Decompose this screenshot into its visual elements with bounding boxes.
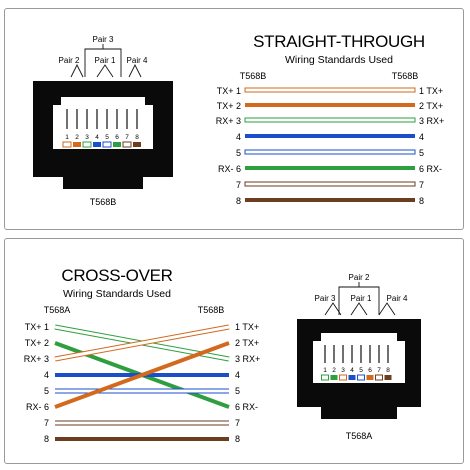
wire-left-label: 4 — [236, 132, 241, 142]
jack-standard-label: T568A — [346, 431, 373, 441]
pair4-label: Pair 4 — [127, 56, 148, 65]
wire-right-label: 3 RX+ — [419, 116, 444, 126]
jack-contacts — [66, 109, 138, 129]
straight-through-subtitle: Wiring Standards Used — [285, 54, 393, 66]
straight-through-title: STRAIGHT-THROUGH — [253, 32, 425, 51]
pin-number: 6 — [368, 367, 372, 374]
right-standard-label: T568B — [392, 71, 419, 81]
wire-white-green — [244, 117, 416, 123]
jack-opening — [53, 97, 153, 149]
cross-over-diagram: CROSS-OVER Wiring Standards Used T568A T… — [24, 266, 421, 444]
wire-right-label: 5 — [419, 148, 424, 158]
pair3-label: Pair 3 — [93, 35, 114, 44]
wire-right-label: 2 TX+ — [419, 101, 443, 111]
pin-number: 1 — [65, 134, 69, 141]
pin-number: 7 — [125, 134, 129, 141]
wire-right-label: 3 RX+ — [235, 354, 260, 364]
pin-number: 4 — [95, 134, 99, 141]
pin-number: 2 — [75, 134, 79, 141]
wire-right-label: 8 — [235, 434, 240, 444]
pin-number: 8 — [386, 367, 390, 374]
wire-blue — [245, 134, 415, 138]
wire-left-label: TX+ 1 — [217, 86, 241, 96]
wire-green — [245, 166, 415, 170]
pair-brackets — [324, 282, 396, 316]
pin-number: 1 — [323, 367, 327, 374]
wire-left-label: 7 — [236, 180, 241, 190]
pair4-label: Pair 4 — [387, 294, 408, 303]
wire-left-label: 8 — [44, 434, 49, 444]
wire-right-label: 1 TX+ — [235, 322, 259, 332]
wire-right-label: 6 RX- — [235, 402, 258, 412]
right-standard-label: T568B — [198, 305, 225, 315]
wire-right-label: 2 TX+ — [235, 338, 259, 348]
pair1-label: Pair 1 — [95, 56, 116, 65]
jack-contacts — [324, 345, 389, 363]
wire-right-label: 1 TX+ — [419, 86, 443, 96]
wire-left-label: 7 — [44, 418, 49, 428]
pair2-label: Pair 2 — [349, 273, 370, 282]
wire-white-orange — [244, 87, 416, 93]
t568a-jack: Pair 2 Pair 3 Pair 1 Pair 4 1 2 3 4 — [297, 273, 421, 441]
cross-over-panel: CROSS-OVER Wiring Standards Used T568A T… — [4, 238, 464, 464]
left-standard-label: T568B — [240, 71, 267, 81]
pin-number: 5 — [105, 134, 109, 141]
cross-over-subtitle: Wiring Standards Used — [63, 288, 171, 300]
pin-number: 3 — [341, 367, 345, 374]
pin-number: 2 — [332, 367, 336, 374]
jack-color-strip — [321, 374, 392, 381]
wire-left-label: TX+ 2 — [217, 101, 241, 111]
wire-left-label: 5 — [236, 148, 241, 158]
cross-over-title: CROSS-OVER — [61, 266, 172, 285]
pin-number: 3 — [85, 134, 89, 141]
wire-white-blue — [244, 149, 416, 155]
wire-right-label: 6 RX- — [419, 164, 442, 174]
straight-through-panel: Pair 3 Pair 2 Pair 1 Pair 4 1 2 — [4, 8, 464, 230]
wire-left-label: RX- 6 — [26, 402, 49, 412]
wire-brown — [245, 198, 415, 202]
pin-number: 5 — [359, 367, 363, 374]
wire-white-orange — [54, 325, 230, 361]
wire-right-label: 5 — [235, 386, 240, 396]
jack-opening — [313, 333, 405, 383]
wire-right-label: 7 — [419, 180, 424, 190]
wire-left-label: TX+ 1 — [25, 322, 49, 332]
pin-number: 6 — [115, 134, 119, 141]
wire-left-label: RX+ 3 — [24, 354, 49, 364]
t568b-jack: Pair 3 Pair 2 Pair 1 Pair 4 1 2 — [33, 35, 173, 207]
wire-right-label: 8 — [419, 196, 424, 206]
pair-brackets — [70, 44, 142, 78]
cross-over-right-labels: 1 TX+ 2 TX+ 3 RX+ 4 5 6 RX- 7 8 — [235, 322, 260, 444]
wire-left-label: 4 — [44, 370, 49, 380]
pair2-label: Pair 2 — [59, 56, 80, 65]
wire-orange — [245, 103, 415, 107]
pin-number: 7 — [377, 367, 381, 374]
jack-pin-numbers: 1 2 3 4 5 6 7 8 — [65, 134, 139, 141]
wire-white-brown — [244, 181, 416, 187]
wire-left-label: TX+ 2 — [25, 338, 49, 348]
wire-right-label: 4 — [235, 370, 240, 380]
wire-left-label: 8 — [236, 196, 241, 206]
pair3-label: Pair 3 — [315, 294, 336, 303]
wire-left-label: RX- 6 — [218, 164, 241, 174]
pin-number: 4 — [350, 367, 354, 374]
jack-standard-label: T568B — [90, 197, 117, 207]
straight-through-wires: TX+ 1 1 TX+ TX+ 2 2 TX+ RX+ 3 3 RX+ 4 4 … — [216, 86, 445, 206]
jack-pin-numbers: 1 2 3 4 5 6 7 8 — [323, 367, 390, 374]
jack-color-strip — [62, 141, 141, 148]
wire-left-label: RX+ 3 — [216, 116, 241, 126]
cross-over-wires — [54, 324, 230, 441]
pair1-label: Pair 1 — [351, 294, 372, 303]
straight-through-diagram: Pair 3 Pair 2 Pair 1 Pair 4 1 2 — [33, 32, 445, 207]
wire-right-label: 4 — [419, 132, 424, 142]
pin-number: 8 — [135, 134, 139, 141]
wire-right-label: 7 — [235, 418, 240, 428]
cross-over-left-labels: TX+ 1 TX+ 2 RX+ 3 4 5 RX- 6 7 8 — [24, 322, 49, 444]
wire-left-label: 5 — [44, 386, 49, 396]
wire-orange — [54, 341, 230, 409]
left-standard-label: T568A — [44, 305, 71, 315]
